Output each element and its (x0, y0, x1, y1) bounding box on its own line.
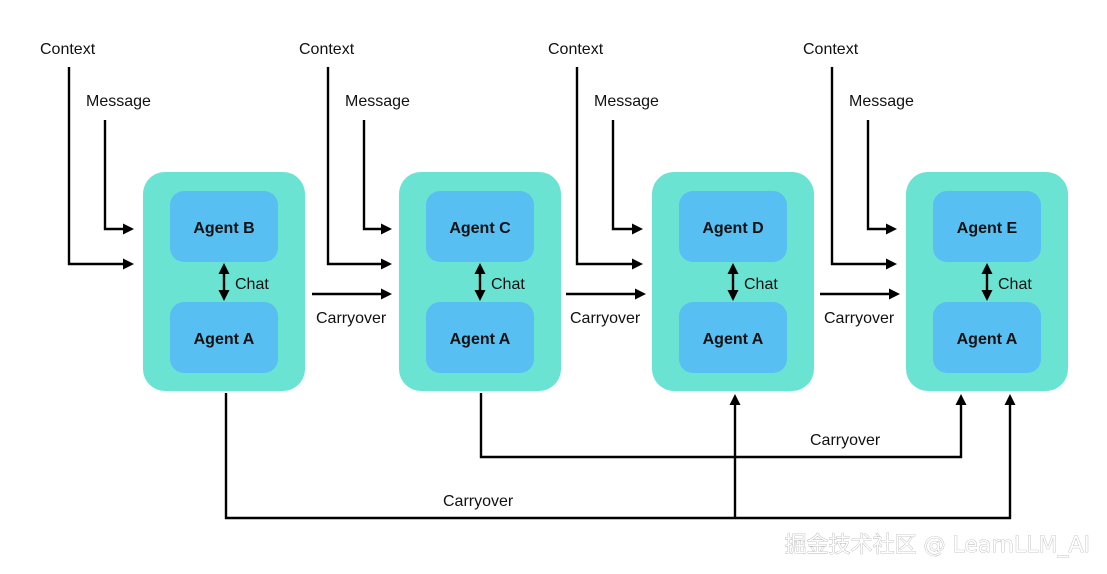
stage-3: Context Message Agent D Agent A Chat (548, 41, 814, 391)
chat-arrowhead-up-1 (218, 263, 230, 274)
chat-arrowhead-up-2 (474, 263, 486, 274)
carryover-label-3: Carryover (824, 310, 895, 327)
context-connector-3 (575, 67, 633, 266)
agent-bottom-label-3: Agent A (703, 331, 764, 348)
chat-arrowhead-down-4 (981, 290, 993, 301)
agent-bottom-box-4 (933, 302, 1041, 373)
message-label-2: Message (345, 93, 410, 110)
chat-arrowhead-down-1 (218, 290, 230, 301)
message-arrowhead-1 (123, 223, 134, 235)
agent-top-box-4 (933, 191, 1041, 262)
stage-1: Context Message Agent B Agent A Chat (40, 41, 305, 391)
chat-arrowhead-up-3 (727, 263, 739, 274)
carryover-long-lower-arrowhead-stage4 (1004, 394, 1016, 405)
carryover-long-upper-arrowhead (955, 394, 967, 405)
stage-4: Context Message Agent E Agent A Chat (803, 41, 1068, 391)
carryover-long-upper-label: Carryover (810, 432, 881, 449)
agent-top-label-2: Agent C (449, 220, 511, 237)
message-connector-4 (866, 120, 887, 231)
agent-top-label-3: Agent D (702, 220, 763, 237)
chat-arrowhead-down-3 (727, 290, 739, 301)
context-arrowhead-2 (381, 258, 392, 270)
message-arrowhead-2 (381, 223, 392, 235)
carryover-long-upper: Carryover (479, 393, 967, 459)
message-label-4: Message (849, 93, 914, 110)
carryover-arrowhead-1 (381, 288, 392, 300)
carryover-link-1: Carryover (312, 288, 392, 327)
message-connector-1 (103, 120, 124, 231)
agent-top-label-1: Agent B (193, 220, 254, 237)
agent-bottom-label-1: Agent A (194, 331, 255, 348)
context-arrowhead-4 (886, 258, 897, 270)
agent-bottom-label-4: Agent A (957, 331, 1018, 348)
watermark-text: 掘金技术社区 @ LearnLLM_AI (784, 533, 1090, 558)
carryover-arrowhead-3 (889, 288, 900, 300)
message-label-1: Message (86, 93, 151, 110)
context-label-3: Context (548, 41, 604, 58)
context-connector-1 (67, 67, 124, 266)
carryover-long-lower-arrowhead-stage3 (729, 394, 741, 405)
agent-top-box-1 (170, 191, 278, 262)
carryover-link-3: Carryover (820, 288, 900, 327)
agent-bottom-label-2: Agent A (450, 331, 511, 348)
agent-top-label-4: Agent E (957, 220, 1018, 237)
context-label-2: Context (299, 41, 355, 58)
carryover-label-1: Carryover (316, 310, 387, 327)
chat-arrowhead-down-2 (474, 290, 486, 301)
context-label-4: Context (803, 41, 859, 58)
agent-bottom-box-2 (426, 302, 534, 373)
chat-label-1: Chat (235, 276, 269, 293)
context-connector-4 (830, 67, 887, 266)
chat-label-2: Chat (491, 276, 525, 293)
message-connector-3 (611, 120, 633, 231)
carryover-long-lower-connector (224, 393, 1012, 520)
agent-bottom-box-3 (679, 302, 787, 373)
context-label-1: Context (40, 41, 96, 58)
message-connector-2 (362, 120, 382, 231)
chat-arrowhead-up-4 (981, 263, 993, 274)
context-arrowhead-1 (123, 258, 134, 270)
carryover-link-2: Carryover (566, 288, 646, 327)
carryover-long-lower-label: Carryover (443, 493, 514, 510)
carryover-long-lower: Carryover (224, 393, 1016, 520)
message-arrowhead-4 (886, 223, 897, 235)
context-arrowhead-3 (632, 258, 643, 270)
message-arrowhead-3 (632, 223, 643, 235)
agent-top-box-3 (679, 191, 787, 262)
message-label-3: Message (594, 93, 659, 110)
stage-2: Context Message Agent C Agent A Chat (299, 41, 561, 391)
agent-top-box-2 (426, 191, 534, 262)
chat-label-4: Chat (998, 276, 1032, 293)
carryover-label-2: Carryover (570, 310, 641, 327)
carryover-long-upper-connector (479, 393, 963, 459)
chat-label-3: Chat (744, 276, 778, 293)
agent-bottom-box-1 (170, 302, 278, 373)
carryover-arrowhead-2 (635, 288, 646, 300)
context-connector-2 (326, 67, 382, 266)
